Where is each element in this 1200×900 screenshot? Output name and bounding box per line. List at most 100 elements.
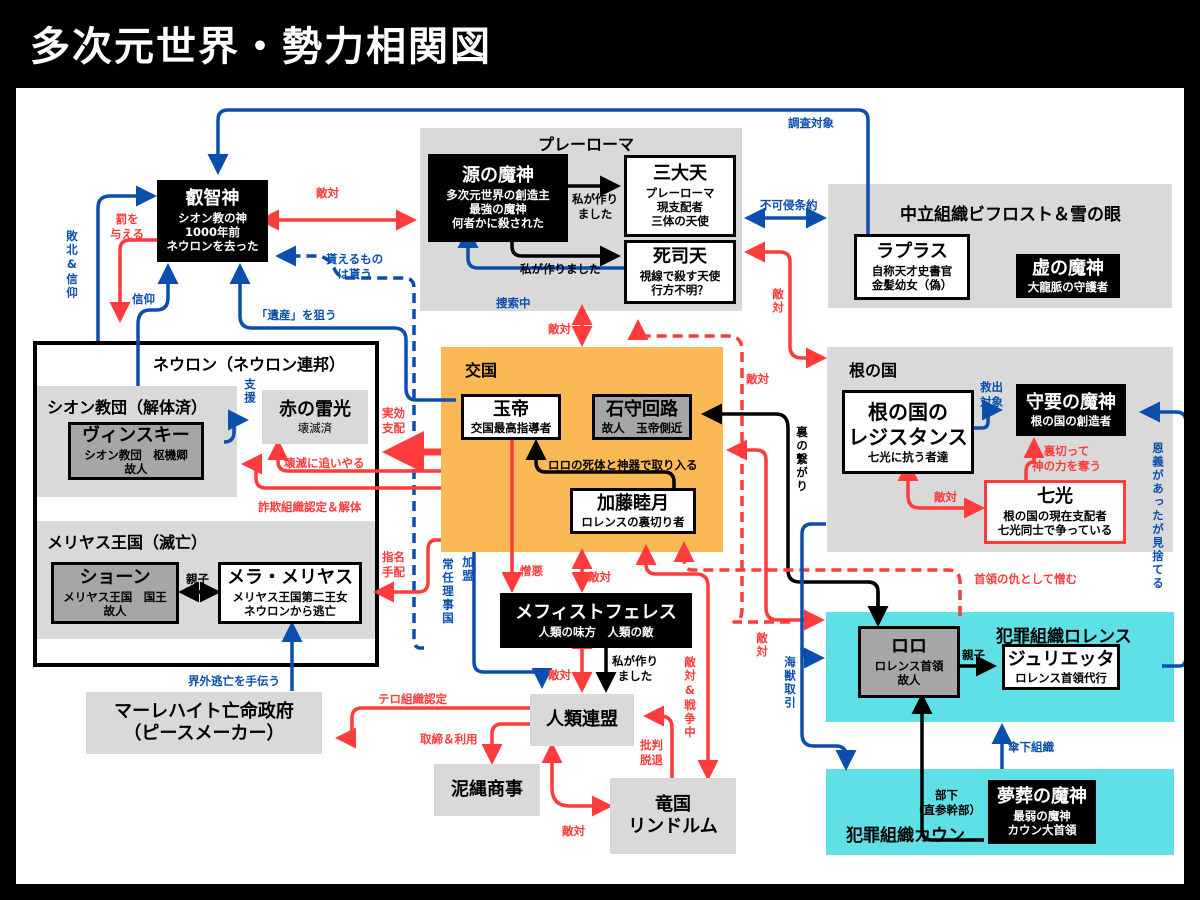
label-moraeru: 貰えるもの は貰う (326, 252, 384, 281)
arrow-shien (223, 409, 249, 444)
arrow-kaijuu-lorence (800, 647, 825, 669)
node-eichishin[interactable]: 叡智神 シオン教の神 1000年前 ネウロンを去った (157, 180, 268, 262)
arrow-sakusaku (457, 227, 640, 270)
node-marlheit[interactable]: マーレハイト亡命政府 （ピースメーカー） (86, 692, 322, 754)
label-terro: テロ組織認定 (378, 692, 447, 706)
group-title: メリヤス王国（滅亡） (47, 533, 208, 552)
label-uragitte: 裏切って 神の力を奪う (1032, 444, 1101, 473)
node-shuyou[interactable]: 守要の魔神 根の国の創造者 (1016, 384, 1126, 436)
label-watashi1: 私が作り ました (572, 192, 618, 221)
node-jinrui[interactable]: 人類連盟 (530, 694, 634, 746)
arrow-koukoku-lorence (726, 439, 825, 631)
label-oyako1: 親子 (186, 572, 209, 586)
arrow-kaimetsu (267, 439, 441, 473)
node-ishimori[interactable]: 石守回路 故人 玉帝側近 (592, 394, 692, 440)
label-buka: 部下 （直参幹部） (912, 788, 981, 817)
label-kyuushutsu: 救出 対象 (980, 380, 1003, 409)
node-roro[interactable]: ロロ ロレンス首領 故人 (858, 626, 960, 698)
node-musou[interactable]: 夢葬の魔神 最弱の魔神 カウン大首領 (988, 780, 1096, 844)
node-gyokutei[interactable]: 玉帝 交国最高指導者 (461, 394, 561, 440)
node-shone[interactable]: ショーン メリヤス王国 国王 故人 (51, 562, 179, 624)
label-jikko: 実効 支配 (382, 406, 405, 435)
arrow-kaijuu (800, 522, 857, 771)
diagram-canvas: プレーローマ 中立組織ビフロスト＆雪の眼 ネウロン（ネウロン連邦） シオン教団（… (16, 88, 1184, 884)
label-tekitai-nenokuni: 敵対 (934, 490, 957, 504)
diagram-title: 多次元世界・勢力相関図 (30, 24, 492, 70)
arrow-shishi-nenokuni (744, 241, 827, 369)
node-resistance[interactable]: 根の国の レジスタンス 七光に抗う者達 (842, 390, 974, 474)
label-zouo: 憎悪 (520, 564, 543, 578)
label-roro-shitai: ロロの死体と神器で取り入る (548, 458, 698, 472)
arrow-ura-start (867, 580, 889, 627)
arrow-torishimari (481, 722, 530, 765)
arrow-minamoto-shishi (510, 230, 621, 267)
arrow-sagi (241, 453, 441, 490)
label-tekitai-ryu: 敵対 (562, 824, 585, 838)
arrow-jinrui-ryukoku (541, 742, 613, 817)
arrow-kyuushutsu (972, 399, 1003, 430)
label-ura: 裏の繋がり (794, 426, 809, 494)
arrow-uragitte (1023, 437, 1045, 482)
label-fukashin: 不可侵条約 (760, 198, 818, 212)
arrow-shimei (373, 538, 441, 603)
label-watashi2: 私が作りました (520, 262, 601, 276)
label-tekitai-lorence: 敵対 (754, 632, 769, 659)
node-laplace[interactable]: ラプラス 自称天才史書官 金髪幼女（偽） (854, 234, 970, 300)
arrow-mephisto-pleroma (627, 319, 790, 624)
label-tekitai-meph-jin: 敵対 (548, 668, 571, 682)
group-title: プレーローマ (538, 135, 635, 154)
label-shien: 支援 (242, 378, 257, 405)
node-minamoto[interactable]: 源の魔神 多次元世界の創造主 最強の魔神 何者かに殺された (428, 154, 568, 242)
node-kato[interactable]: 加藤睦月 ロレンスの裏切り者 (570, 488, 696, 534)
label-torishimari: 取締＆利用 (420, 732, 478, 746)
arrow-sensou (635, 544, 719, 781)
arrow-terro (335, 706, 530, 749)
node-whisky[interactable]: ヴィンスキー シオン教団 枢機卿 故人 (68, 422, 204, 480)
arrow-chousa (207, 108, 870, 236)
label-tekitai-eichi: 敵対 (316, 186, 339, 200)
node-kyo[interactable]: 虚の魔神 大龍脈の守護者 (1016, 254, 1120, 298)
label-sensou: 敵対&戦争中 (682, 656, 697, 740)
label-hihan: 批判 脱退 (640, 738, 663, 767)
label-tekitai-shishi: 敵対 (770, 288, 785, 315)
label-watashi3: 私が作り ました (612, 654, 658, 683)
arrow-batsu (109, 238, 172, 323)
group-title: 交国 (465, 361, 498, 380)
node-deijou[interactable]: 泥縄商事 (434, 764, 540, 816)
label-sanka: 傘下組織 (1008, 740, 1054, 754)
arrow-hihan (643, 705, 674, 778)
group-title: 根の国 (849, 361, 898, 380)
label-kaijuu: 海獣取引 (782, 656, 797, 710)
node-nanahikari[interactable]: 七光 根の国の現在支配者 七光同士で争っている (984, 480, 1126, 544)
node-julietta[interactable]: ジュリエッタ ロレンス首領代行 (1002, 644, 1120, 690)
node-mephisto[interactable]: メフィストフェレス 人類の味方 人類の敵 (500, 593, 692, 648)
label-kamei: 加盟 (460, 556, 475, 583)
label-chousa: 調査対象 (788, 116, 834, 130)
node-ryukoku[interactable]: 竜国 リンドルム (610, 778, 736, 854)
label-isan: 「遺産」を狙う (256, 308, 337, 322)
group-title: 犯罪組織ロレンス (996, 627, 1132, 647)
arrow-moraeru (275, 245, 424, 650)
label-oyako2: 親子 (962, 648, 985, 662)
node-shishiten[interactable]: 死司天 視線で殺す天使 行方不明？ (624, 240, 736, 304)
node-akano[interactable]: 赤の雷光 壊滅済 (262, 390, 368, 444)
group-title: シオン教団（解体済） (47, 398, 208, 417)
label-tekitai-pleroma: 敵対 (548, 322, 571, 336)
label-shinkou: 信仰 (132, 292, 155, 306)
node-mera[interactable]: メラ・メリヤス メリヤス王国第二王女 ネウロンから逃亡 (218, 562, 362, 624)
arrow-isan (229, 263, 456, 402)
label-batsu: 罰を 与える (110, 212, 145, 241)
label-kaigai: 界外逃亡を手伝う (188, 674, 280, 688)
arrow-buka (911, 693, 984, 842)
node-sandaiten[interactable]: 三大天 プレーローマ 現支配者 三体の天使 (624, 155, 736, 237)
label-kaimetsu: 壊滅に追いやる (284, 456, 365, 470)
label-tekitai-kou-meph: 敵対 (588, 570, 611, 584)
label-sakusaku: 捜索中 (496, 296, 531, 310)
label-shimei: 指名 手配 (382, 550, 405, 579)
label-sagi: 詐欺組織認定＆解体 (258, 500, 362, 514)
arrow-kamei (472, 552, 553, 689)
label-joninriji: 常任理事国 (440, 558, 455, 626)
arrow-shinkou (136, 263, 179, 386)
arrow-resist-nana (897, 460, 985, 519)
arrow-onngi (1139, 401, 1184, 668)
